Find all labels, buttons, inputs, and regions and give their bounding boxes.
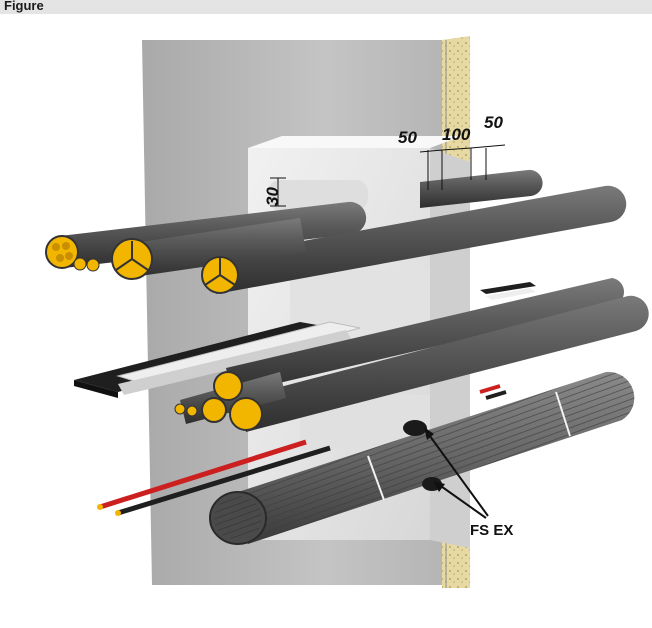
cable-long-front bbox=[210, 185, 627, 294]
top-header-bar: Figure bbox=[0, 0, 652, 14]
large-cable-bundle bbox=[209, 371, 635, 545]
upper-back-rods bbox=[420, 169, 543, 208]
dim-right-gap: 50 bbox=[484, 113, 503, 132]
conductor-end bbox=[45, 235, 239, 294]
thin-wires bbox=[97, 384, 507, 516]
dimension-annotations: 50 100 50 30 bbox=[263, 113, 506, 207]
fs-ex-callout: FS EX bbox=[424, 427, 513, 539]
figure-label: Figure bbox=[4, 0, 44, 13]
flat-cable-group bbox=[74, 282, 536, 398]
dim-center-gap: 100 bbox=[442, 125, 471, 144]
middle-cable-group bbox=[174, 278, 649, 432]
dim-vertical-gap: 30 bbox=[263, 187, 282, 206]
fs-ex-label: FS EX bbox=[470, 522, 513, 539]
upper-cable-group bbox=[45, 185, 627, 294]
dim-left-gap: 50 bbox=[398, 128, 417, 147]
